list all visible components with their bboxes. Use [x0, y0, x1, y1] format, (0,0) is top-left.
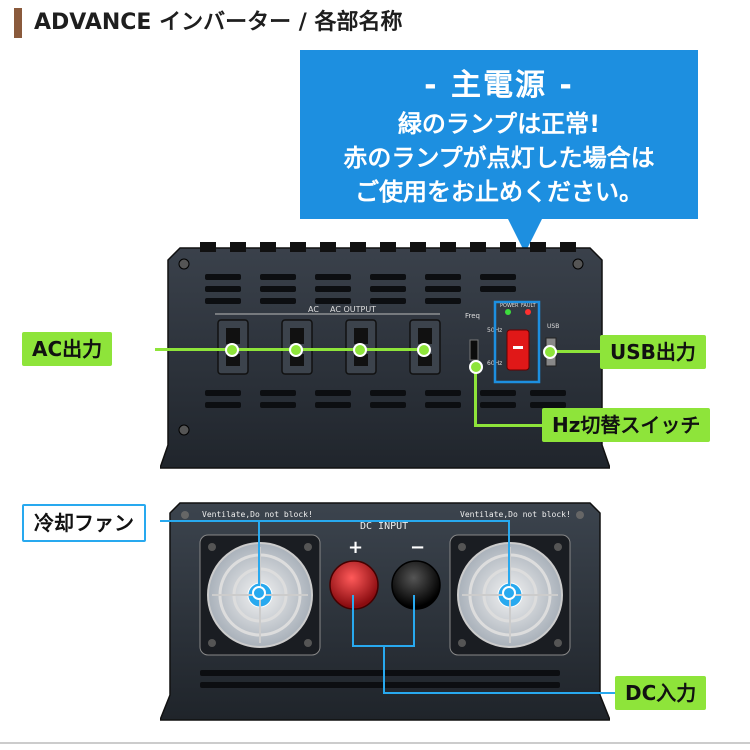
freq-text: Freq: [465, 312, 480, 320]
ac-letters-text: AC: [308, 305, 319, 314]
ac-output-label: AC出力: [22, 332, 113, 366]
cooling-fan-label: 冷却ファン: [22, 504, 146, 542]
callout-line-1: 緑のランプは正常!: [397, 110, 601, 138]
callout-heading: - 主電源 -: [424, 68, 574, 103]
fan-left-dot: [252, 586, 266, 600]
usb-text: USB: [547, 323, 559, 330]
ac-output-text: AC OUTPUT: [330, 305, 376, 314]
hz-switch-dot: [469, 360, 483, 374]
ac-socket-4-dot: [417, 343, 431, 357]
usb-leader: [548, 350, 600, 353]
ac-socket-3-dot: [353, 343, 367, 357]
dc-leader-minus-v: [413, 595, 415, 645]
vent-left-text: Ventilate,Do not block!: [202, 510, 313, 519]
ac-socket-2-dot: [289, 343, 303, 357]
title-accent-bar: [14, 8, 22, 38]
power-led-text: POWER: [500, 303, 519, 309]
plus-sign: +: [348, 537, 363, 558]
callout-line-3: ご使用をお止めください。: [355, 178, 643, 206]
hz-switch-label: Hz切替スイッチ: [542, 408, 711, 442]
hz-switch-leader-v: [474, 368, 477, 426]
ac-socket-1-dot: [225, 343, 239, 357]
inverter-front-panel: AC AC OUTPUT Freq 50Hz 60Hz POWER FAULT …: [160, 242, 610, 469]
usb-output-label: USB出力: [600, 335, 706, 369]
fan-leader-h: [160, 520, 510, 522]
page-title: ADVANCE インバーター / 各部名称: [34, 10, 403, 35]
main-power-callout: [300, 50, 698, 219]
dc-leader-plus-v: [352, 595, 354, 645]
minus-sign: −: [410, 537, 425, 558]
fan-right-dot: [502, 586, 516, 600]
fan-leader-right-v: [508, 520, 510, 592]
dc-input-label: DC入力: [615, 676, 707, 710]
fan-leader-left-v: [258, 520, 260, 592]
dc-leader-h: [383, 692, 615, 694]
dc-input-text: DC INPUT: [360, 521, 408, 532]
vent-right-text: Ventilate,Do not block!: [460, 510, 571, 519]
bottom-divider: [0, 742, 750, 744]
fault-led-text: FAULT: [521, 303, 537, 309]
dc-leader-down: [383, 645, 385, 693]
usb-dot: [543, 345, 557, 359]
callout-line-2: 赤のランプが点灯した場合は: [343, 144, 655, 172]
hz-switch-leader-h: [474, 424, 544, 427]
inverter-rear-panel: Ventilate,Do not block! Ventilate,Do not…: [160, 502, 610, 721]
